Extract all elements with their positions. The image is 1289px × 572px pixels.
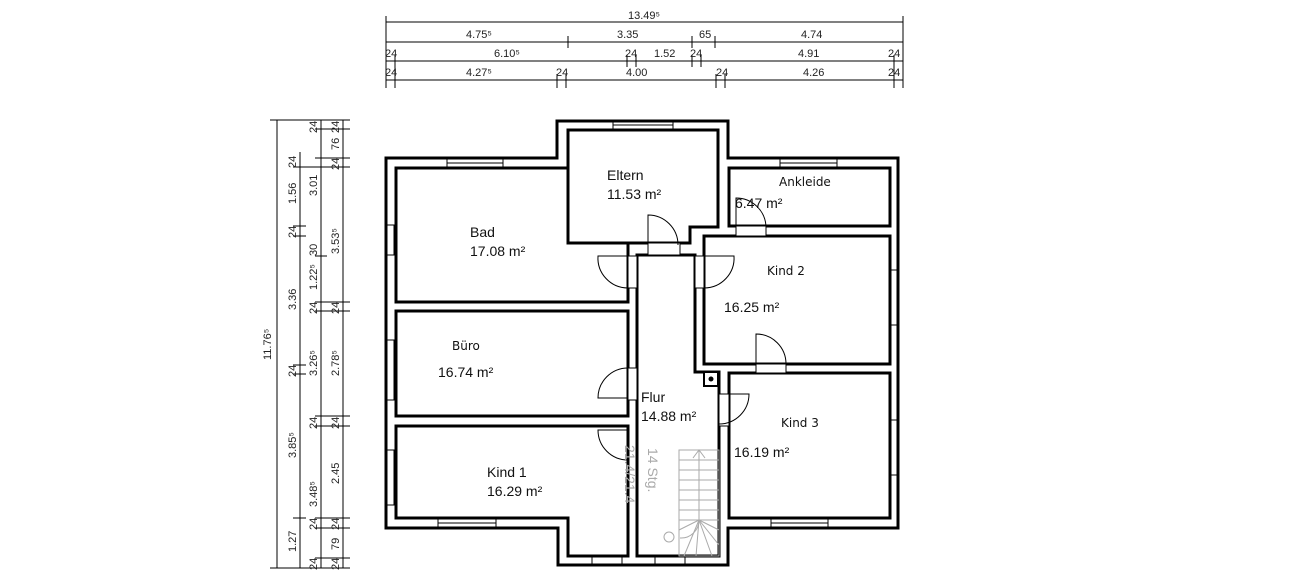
dim: 65 xyxy=(699,29,711,41)
windows xyxy=(386,121,898,565)
dim: 4.91 xyxy=(798,48,819,60)
stair-steps-label: 14 Stg. xyxy=(645,448,661,492)
room-kind3 xyxy=(727,371,892,520)
dim: 24 xyxy=(330,417,342,429)
dim: 3.85⁵ xyxy=(287,432,299,458)
dim: 24 xyxy=(716,67,728,79)
dim: 1.22⁵ xyxy=(308,264,320,290)
staircase: 14 Stg. 21.4/21.4 xyxy=(622,445,720,557)
dim: 24 xyxy=(556,67,568,79)
dim: 4.75⁵ xyxy=(466,29,492,41)
dim: 6.10⁵ xyxy=(494,48,520,60)
dim-total-width: 13.49⁵ xyxy=(628,10,660,22)
dim: 4.00 xyxy=(626,67,647,79)
room-ankleide xyxy=(727,166,892,228)
dim: 24 xyxy=(330,302,342,314)
dim: 24 xyxy=(625,48,637,60)
room-kind2 xyxy=(702,234,892,366)
dim: 24 xyxy=(330,158,342,170)
dim-total-height: 11.76⁵ xyxy=(262,329,274,360)
chimney-flue-icon xyxy=(708,376,714,382)
dim: 24 xyxy=(287,226,299,238)
room-buero xyxy=(394,309,630,418)
dim: 24 xyxy=(690,48,702,60)
dim: 24 xyxy=(308,417,320,429)
room-area-ankleide: 6.47 m² xyxy=(735,195,783,211)
room-kind1 xyxy=(394,424,630,558)
dim: 4.27⁵ xyxy=(466,67,492,79)
dim: 1.56 xyxy=(287,183,299,204)
dim: 3.48⁵ xyxy=(308,481,320,507)
dim: 24 xyxy=(888,67,900,79)
dim: 4.26 xyxy=(803,67,824,79)
room-name-buero: Büro xyxy=(452,339,480,353)
dim: 24 xyxy=(308,518,320,530)
dim: 3.26⁵ xyxy=(308,350,320,376)
dim: 79 xyxy=(330,538,342,550)
dim: 3.53⁵ xyxy=(330,228,342,254)
dim: 1.52 xyxy=(654,48,675,60)
dim: 3.35 xyxy=(617,29,638,41)
room-labels: Bad 17.08 m² Eltern 11.53 m² Ankleide 6.… xyxy=(438,167,831,499)
room-name-kind1: Kind 1 xyxy=(487,464,527,480)
stair-ratio-label: 21.4/21.4 xyxy=(622,445,638,504)
room-area-flur: 14.88 m² xyxy=(641,408,697,424)
room-name-kind3: Kind 3 xyxy=(781,416,819,430)
dim: 30 xyxy=(308,244,320,256)
room-area-kind3: 16.19 m² xyxy=(734,444,790,460)
room-area-kind2: 16.25 m² xyxy=(724,299,780,315)
dim: 1.27 xyxy=(287,531,299,552)
dim: 3.36 xyxy=(287,289,299,310)
dim: 24 xyxy=(308,302,320,314)
left-dimension-chains: 11.76⁵ 24 1.56 24 3.36 24 3.85⁵ 1.27 24 … xyxy=(262,119,350,570)
dim: 24 xyxy=(385,67,397,79)
top-dimension-chains: 13.49⁵ 4.75⁵ 3.35 65 4.74 24 6.10⁵ 24 1.… xyxy=(385,10,904,88)
dim: 24 xyxy=(308,121,320,133)
dim: 2.45 xyxy=(330,463,342,484)
dim: 24 xyxy=(330,518,342,530)
dim: 24 xyxy=(330,121,342,133)
dim: 4.74 xyxy=(801,29,822,41)
room-area-buero: 16.74 m² xyxy=(438,364,494,380)
room-area-bad: 17.08 m² xyxy=(470,243,526,259)
dim: 24 xyxy=(287,156,299,168)
room-name-flur: Flur xyxy=(641,389,665,405)
room-name-bad: Bad xyxy=(470,224,495,240)
dim: 2.78⁵ xyxy=(330,350,342,376)
room-area-eltern: 11.53 m² xyxy=(607,186,662,202)
room-name-eltern: Eltern xyxy=(607,167,644,183)
dim: 76 xyxy=(330,138,342,150)
room-name-kind2: Kind 2 xyxy=(767,264,805,278)
room-eltern xyxy=(566,128,720,245)
dim: 24 xyxy=(385,48,397,60)
doors xyxy=(597,197,787,461)
dim: 3.01 xyxy=(308,175,320,196)
room-area-kind1: 16.29 m² xyxy=(487,483,543,499)
dim: 24 xyxy=(308,558,320,570)
room-name-ankleide: Ankleide xyxy=(779,175,831,189)
dim: 24 xyxy=(888,48,900,60)
dim: 24 xyxy=(330,558,342,570)
dim: 24 xyxy=(287,365,299,377)
